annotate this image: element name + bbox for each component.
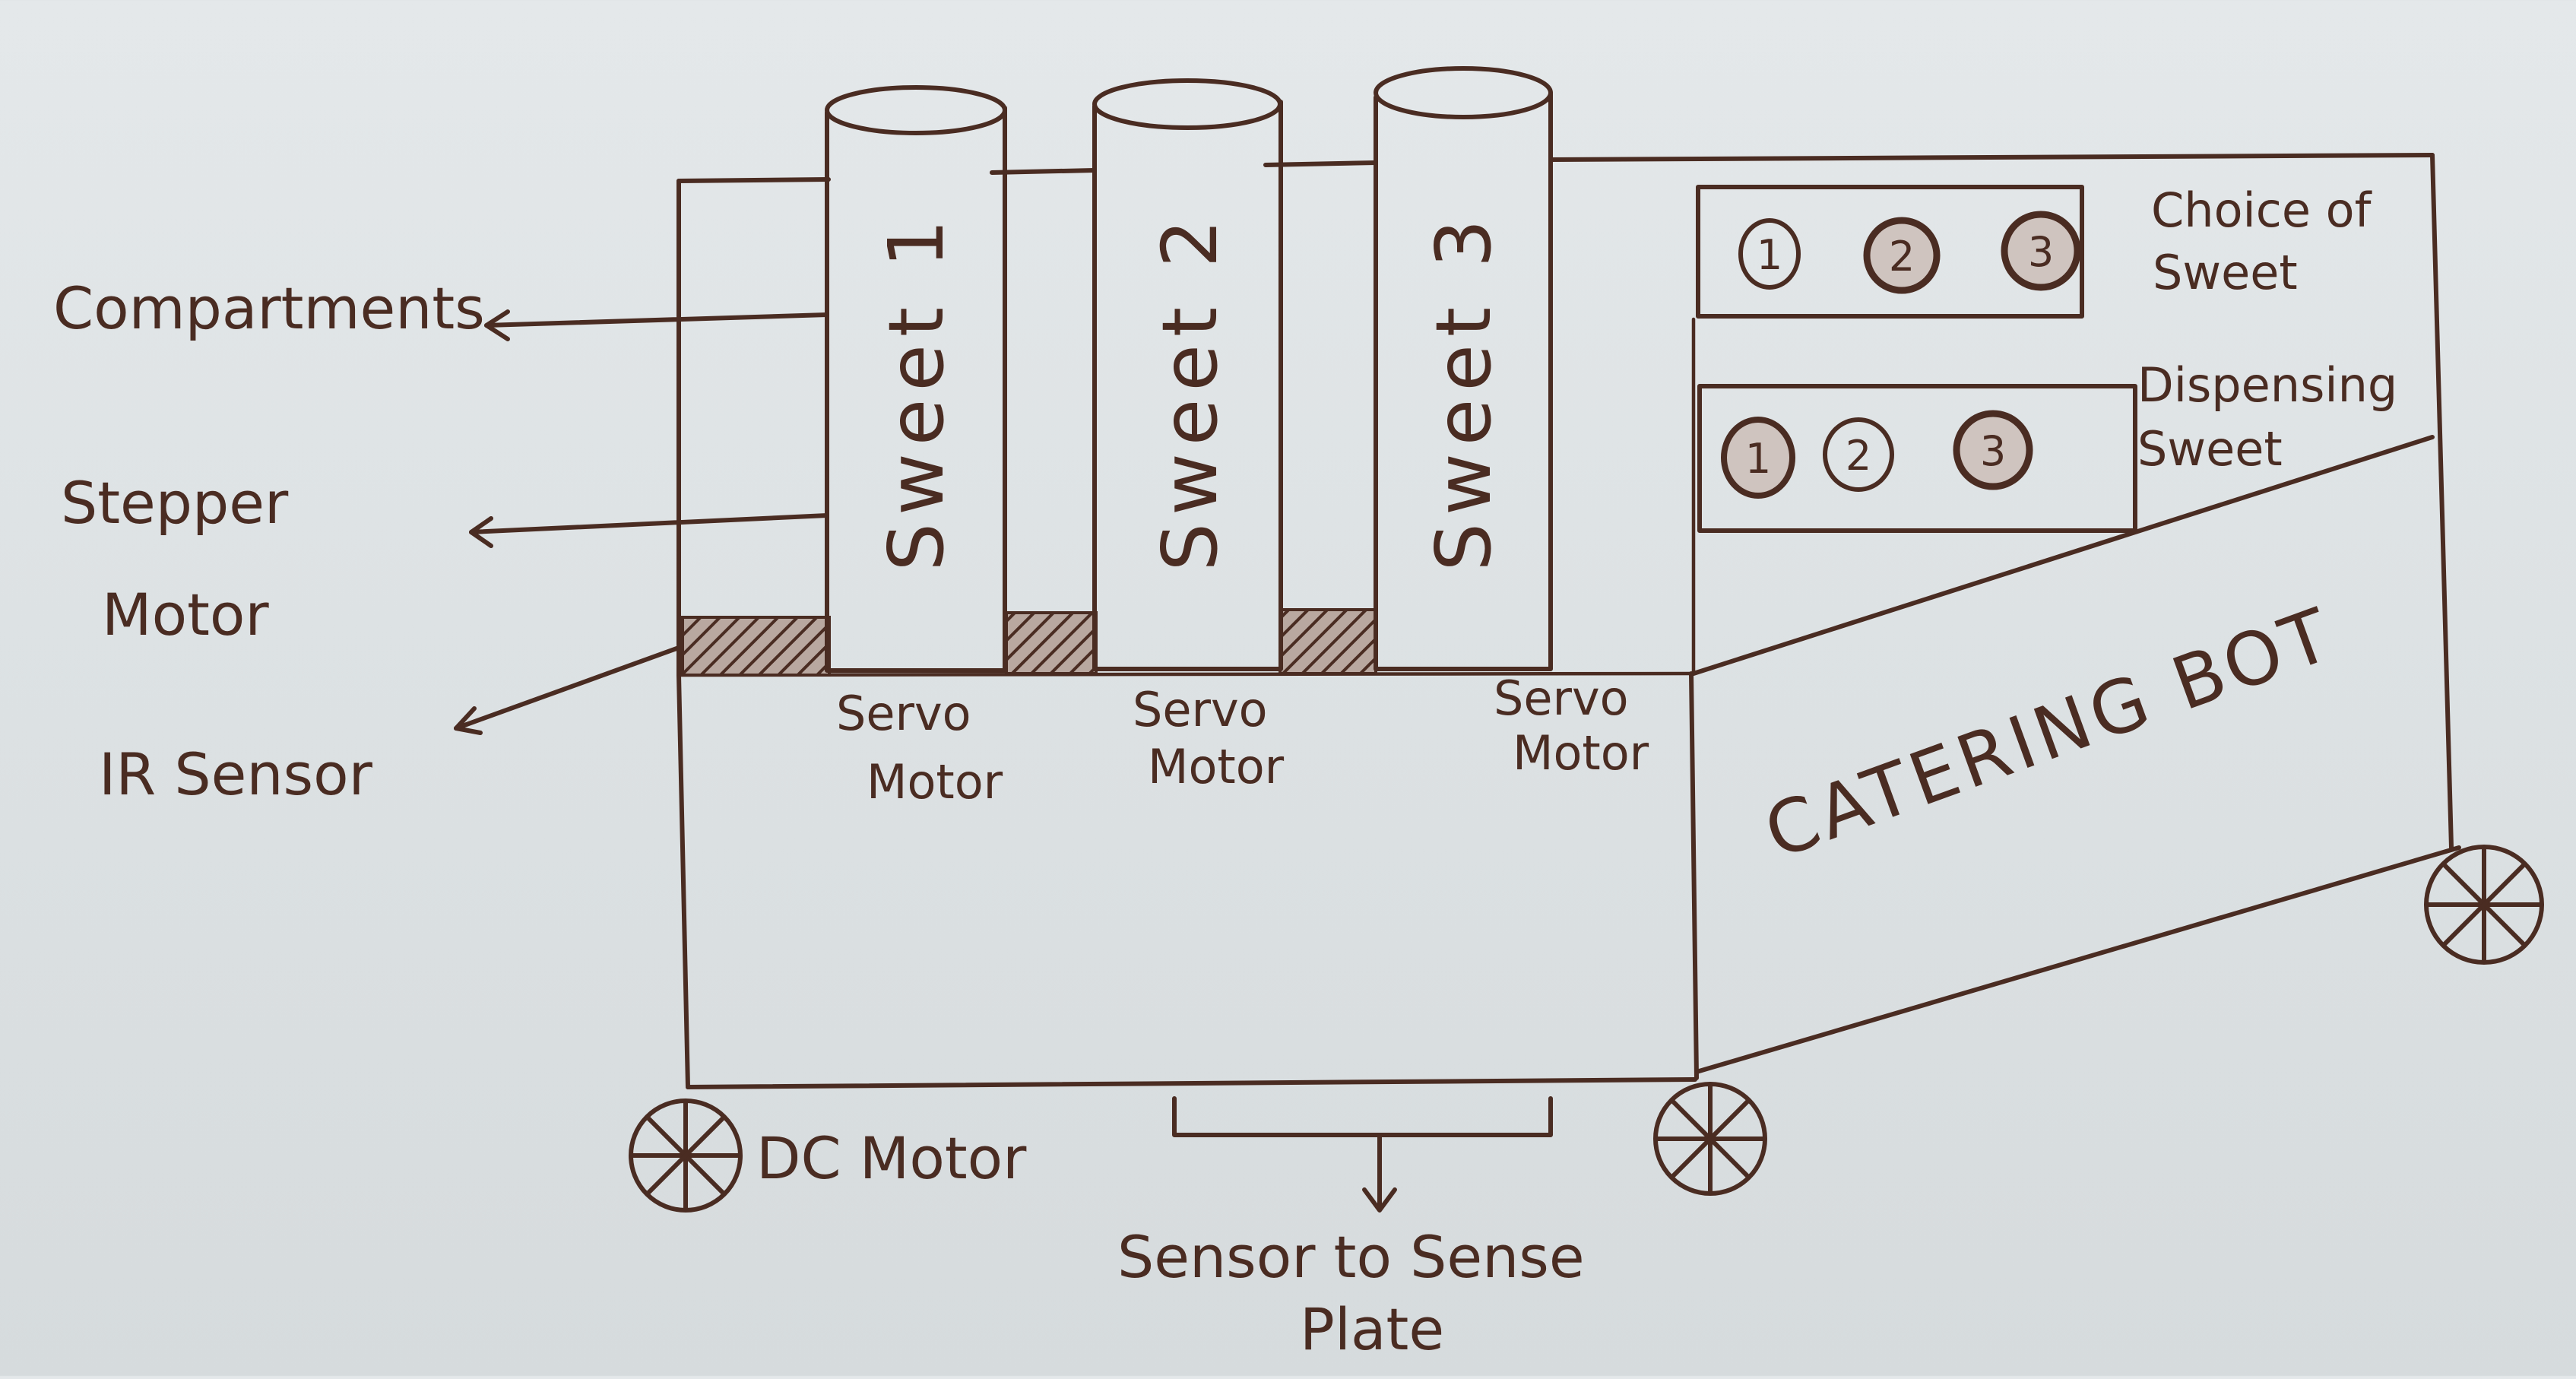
ir-sensor-arrow [454, 645, 681, 735]
choice-button-1: 1 [1738, 218, 1801, 290]
compartment-label: Sweet 3 [1419, 212, 1508, 572]
dispensing-sweet-panel: 1 2 3 [1697, 384, 2137, 533]
upper-body-frame [676, 153, 2435, 677]
dispensing-label-line1: Dispensing [2137, 357, 2397, 413]
stepper-motor-label-line2: Motor [102, 581, 269, 648]
dispensing-button-1: 1 [1721, 417, 1795, 499]
ir-sensor-blocks [681, 608, 1377, 677]
main-body [676, 153, 2461, 1089]
compartments-label: Compartments [53, 274, 485, 342]
choice-label-line2: Sweet [2153, 245, 2298, 300]
choice-label-line1: Choice of [2151, 182, 2373, 238]
wheel-front-right [1653, 1082, 1767, 1196]
dc-motor-label: DC Motor [756, 1124, 1027, 1192]
dispensing-button-3: 3 [1953, 410, 2033, 490]
servo-label-1-line2: Motor [867, 754, 1003, 810]
dispensing-label-line2: Sweet [2137, 421, 2283, 477]
compartments-arrow [484, 309, 829, 341]
compartment-label: Sweet 1 [872, 212, 961, 572]
stepper-motor-arrow [469, 513, 829, 548]
button-number: 3 [1980, 427, 2006, 475]
ir-sensor-block [1005, 611, 1098, 675]
button-number: 1 [1745, 435, 1771, 483]
wheel-front-left [629, 1098, 743, 1213]
compartment-label: Sweet 2 [1145, 212, 1234, 572]
choice-button-3: 3 [2001, 211, 2081, 291]
servo-label-3-line1: Servo [1494, 670, 1629, 726]
plate-sensor-label-line2: Plate [1300, 1295, 1444, 1363]
plate-sensor-label-line1: Sensor to Sense [1117, 1223, 1585, 1291]
servo-label-3-line2: Motor [1513, 725, 1649, 781]
plate-sensor [1172, 1096, 1553, 1213]
servo-label-2-line1: Servo [1133, 682, 1268, 737]
compartment-2: Sweet 2 [1092, 78, 1283, 671]
servo-label-1-line1: Servo [836, 686, 971, 741]
ir-sensor-block [1278, 608, 1377, 675]
dispensing-button-2: 2 [1823, 417, 1894, 492]
button-number: 2 [1846, 432, 1871, 480]
choice-of-sweet-panel: 1 2 3 [1696, 185, 2084, 319]
compartment-1: Sweet 1 [825, 85, 1007, 673]
compartment-3: Sweet 3 [1374, 66, 1553, 671]
button-number: 1 [1757, 231, 1782, 279]
wheel-rear [2424, 845, 2544, 965]
choice-button-2: 2 [1863, 217, 1941, 294]
ir-sensor-block [681, 616, 831, 677]
bot-name: CATERING BOT [1754, 591, 2346, 875]
ir-sensor-label: IR Sensor [99, 740, 373, 808]
servo-label-2-line2: Motor [1148, 739, 1285, 794]
button-number: 2 [1889, 233, 1915, 281]
button-number: 3 [2028, 228, 2054, 276]
stepper-motor-label-line1: Stepper [61, 469, 289, 537]
